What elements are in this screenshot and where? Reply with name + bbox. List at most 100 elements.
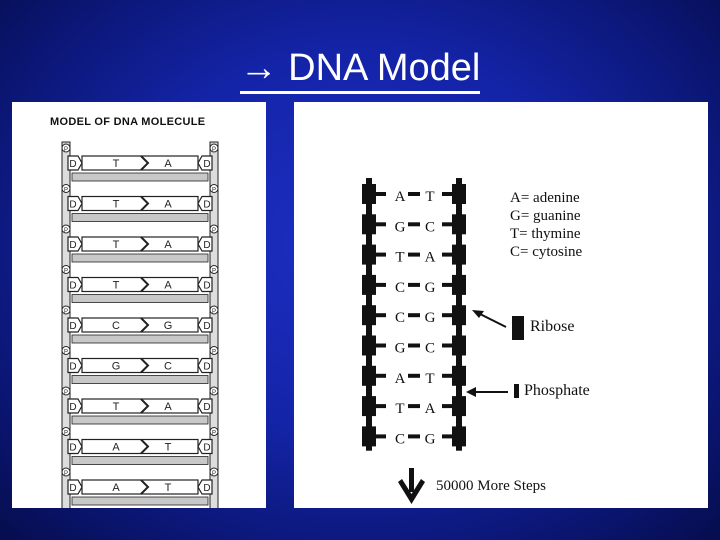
base-right-letter: C	[425, 219, 435, 235]
sugar-shape	[197, 398, 213, 414]
base-pair-bar	[81, 398, 199, 414]
sugar-label: D	[69, 402, 76, 413]
slide-title: → DNA Model	[0, 44, 720, 94]
sugar-label: D	[69, 240, 76, 251]
rung-segment	[376, 313, 386, 318]
sugar-shape	[197, 317, 213, 333]
phosphate-label: P	[64, 350, 68, 356]
more-steps-label: 50000 More Steps	[436, 478, 546, 494]
bond-notch	[140, 479, 150, 495]
sugar-label: D	[203, 402, 210, 413]
rung-segment	[408, 282, 420, 287]
phosphate-label: P	[212, 431, 216, 437]
base-right-letter: T	[425, 189, 434, 205]
right-backbone-block	[452, 184, 466, 204]
phosphate-label: P	[212, 269, 216, 275]
left-backbone-block	[362, 305, 376, 326]
right-backbone-block	[452, 305, 466, 326]
sugar-label: D	[203, 321, 210, 332]
phosphate-label: P	[212, 228, 216, 234]
base-right-label: A	[164, 199, 172, 211]
down-arrow-shaft	[409, 468, 414, 492]
phosphate-circle	[61, 143, 71, 153]
phosphate-circle	[209, 143, 219, 153]
base-right-label: T	[165, 442, 172, 454]
phosphate-circle	[61, 184, 71, 193]
legend-guanine: G= guanine	[510, 208, 581, 224]
base-left-label: T	[113, 280, 120, 292]
phosphate-label: P	[212, 350, 216, 356]
sugar-shape	[67, 276, 83, 293]
phosphate-circle	[61, 224, 71, 234]
base-left-label: T	[113, 158, 120, 170]
base-right-letter: G	[425, 431, 436, 447]
phosphate-circle	[209, 467, 219, 477]
rung-segment	[442, 434, 452, 439]
base-pair-bar	[81, 195, 199, 212]
sugar-shape	[67, 398, 83, 414]
phosphate-label: P	[64, 390, 68, 396]
base-pair-bar	[81, 438, 199, 455]
sugar-shape	[197, 236, 213, 252]
rung-segment	[442, 343, 452, 348]
legend-adenine: A= adenine	[510, 190, 580, 206]
sugar-shape	[197, 155, 213, 171]
backbone-link	[71, 213, 209, 222]
base-left-letter: T	[395, 401, 404, 417]
arrow-icon: →	[239, 47, 278, 89]
sugar-label: D	[203, 362, 210, 373]
base-left-letter: A	[395, 371, 406, 387]
sugar-label: D	[203, 281, 210, 292]
phosphate-label: P	[212, 471, 216, 477]
base-left-label: T	[113, 239, 120, 251]
down-arrow-icon	[398, 479, 425, 504]
sugar-label: D	[69, 159, 76, 170]
phosphate-circle	[61, 346, 71, 355]
right-backbone-block	[452, 274, 466, 295]
left-backbone-block	[362, 214, 376, 235]
rung-segment	[442, 373, 452, 378]
sugar-label: D	[203, 483, 210, 494]
sugar-shape	[197, 479, 213, 495]
slide-title-text: DNA Model	[288, 47, 481, 89]
right-backbone-block	[452, 365, 466, 386]
sugar-label: D	[69, 362, 76, 373]
base-right-label: C	[164, 361, 172, 373]
backbone-link	[71, 456, 209, 465]
phosphate-arrowhead	[466, 387, 476, 397]
base-pair-bar	[81, 357, 199, 374]
legend-cytosine: C= cytosine	[510, 244, 583, 260]
phosphate-circle	[209, 427, 219, 436]
ribose-block	[512, 316, 524, 340]
phosphate-circle	[61, 386, 71, 396]
bond-notch	[140, 155, 150, 171]
left-backbone-block	[362, 244, 376, 265]
rung-segment	[442, 252, 452, 257]
phosphate-circle	[61, 305, 71, 315]
base-left-letter: C	[395, 280, 405, 296]
rung-segment	[376, 404, 386, 409]
sugar-shape	[67, 195, 83, 212]
base-right-letter: G	[425, 280, 436, 296]
sugar-shape	[197, 438, 213, 455]
base-pair-bar	[81, 276, 199, 293]
bond-notch	[140, 195, 150, 212]
rung-segment	[408, 313, 420, 318]
rung-segment	[408, 252, 420, 257]
backbone-link	[71, 172, 209, 182]
base-left-letter: C	[395, 310, 405, 326]
sugar-shape	[67, 438, 83, 455]
right-backbone-block	[452, 426, 466, 447]
rung-segment	[442, 313, 452, 318]
base-left-letter: G	[395, 219, 406, 235]
phosphate-label: P	[64, 147, 68, 153]
phosphate-circle	[209, 386, 219, 396]
sugar-label: D	[69, 483, 76, 494]
sugar-shape	[67, 155, 83, 171]
sugar-label: D	[203, 159, 210, 170]
backbone-link	[71, 375, 209, 384]
phosphate-circle	[209, 184, 219, 193]
left-backbone-block	[362, 396, 376, 417]
base-right-label: A	[164, 280, 172, 292]
